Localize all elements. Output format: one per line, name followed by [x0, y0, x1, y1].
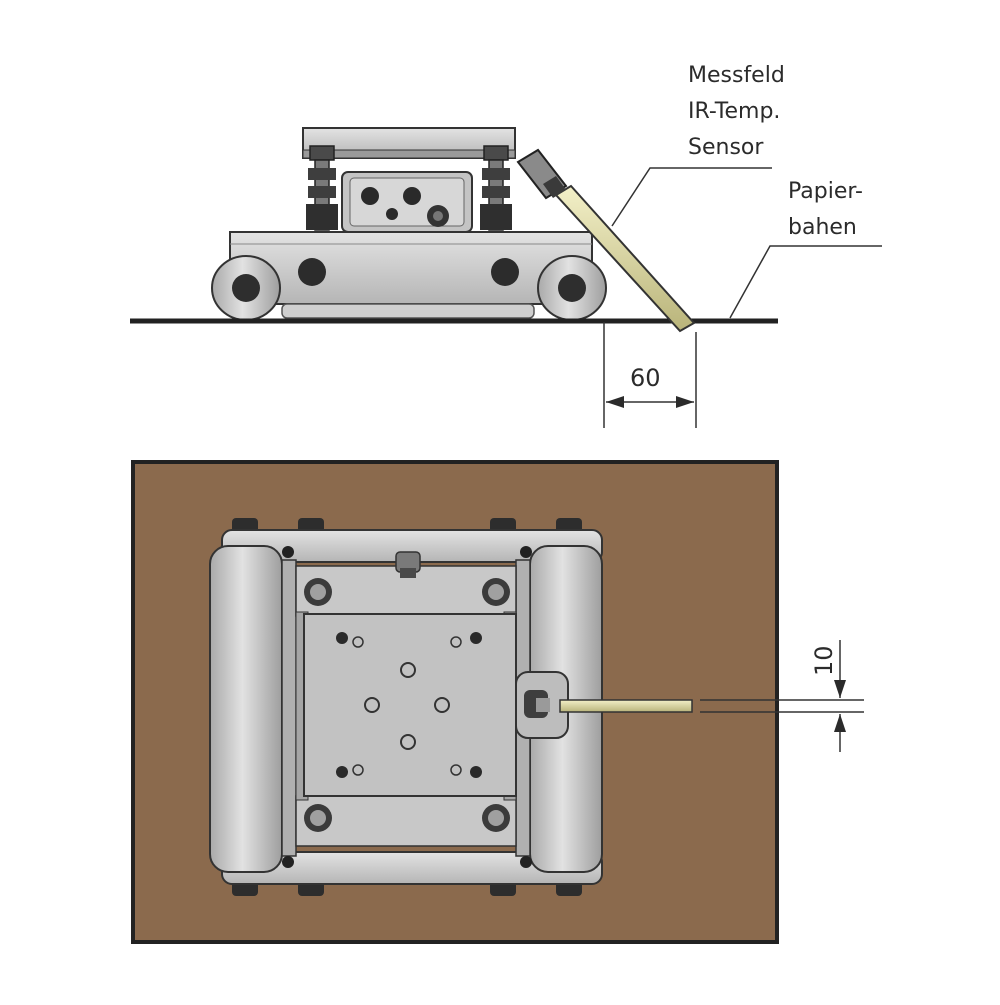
ir-sensor-side: [516, 148, 696, 333]
dimension-60: 60: [603, 322, 697, 428]
left-roll-top: [209, 545, 283, 873]
top-knob: [395, 551, 421, 578]
main-body: [229, 231, 593, 305]
ir-sensor-top: [515, 671, 864, 739]
dimension-10-label: 10: [810, 645, 838, 676]
top-view: 10: [131, 460, 864, 944]
right-spring-post: [480, 145, 512, 231]
sensor-label-line3: Sensor: [688, 135, 764, 160]
base-skid: [281, 303, 535, 319]
paper-label-line1: Papier-: [788, 179, 863, 204]
sensor-label-line2: IR-Temp.: [688, 99, 780, 124]
left-roll: [211, 255, 281, 321]
corner-bolts: [282, 546, 532, 868]
left-spring-post: [306, 145, 338, 231]
dimension-60-label: 60: [630, 364, 661, 392]
center-block: [341, 171, 473, 233]
paper-label-line2: bahen: [788, 215, 857, 240]
sensor-label-line1: Messfeld: [688, 63, 785, 88]
sensor-leader-line: [611, 167, 772, 227]
right-roll: [537, 255, 607, 321]
dimension-10: 10: [810, 640, 846, 752]
side-view: Messfeld IR-Temp. Sensor Papier- bahen 6…: [130, 63, 882, 428]
paper-leader-line: [729, 245, 882, 319]
center-plate: [303, 613, 517, 797]
